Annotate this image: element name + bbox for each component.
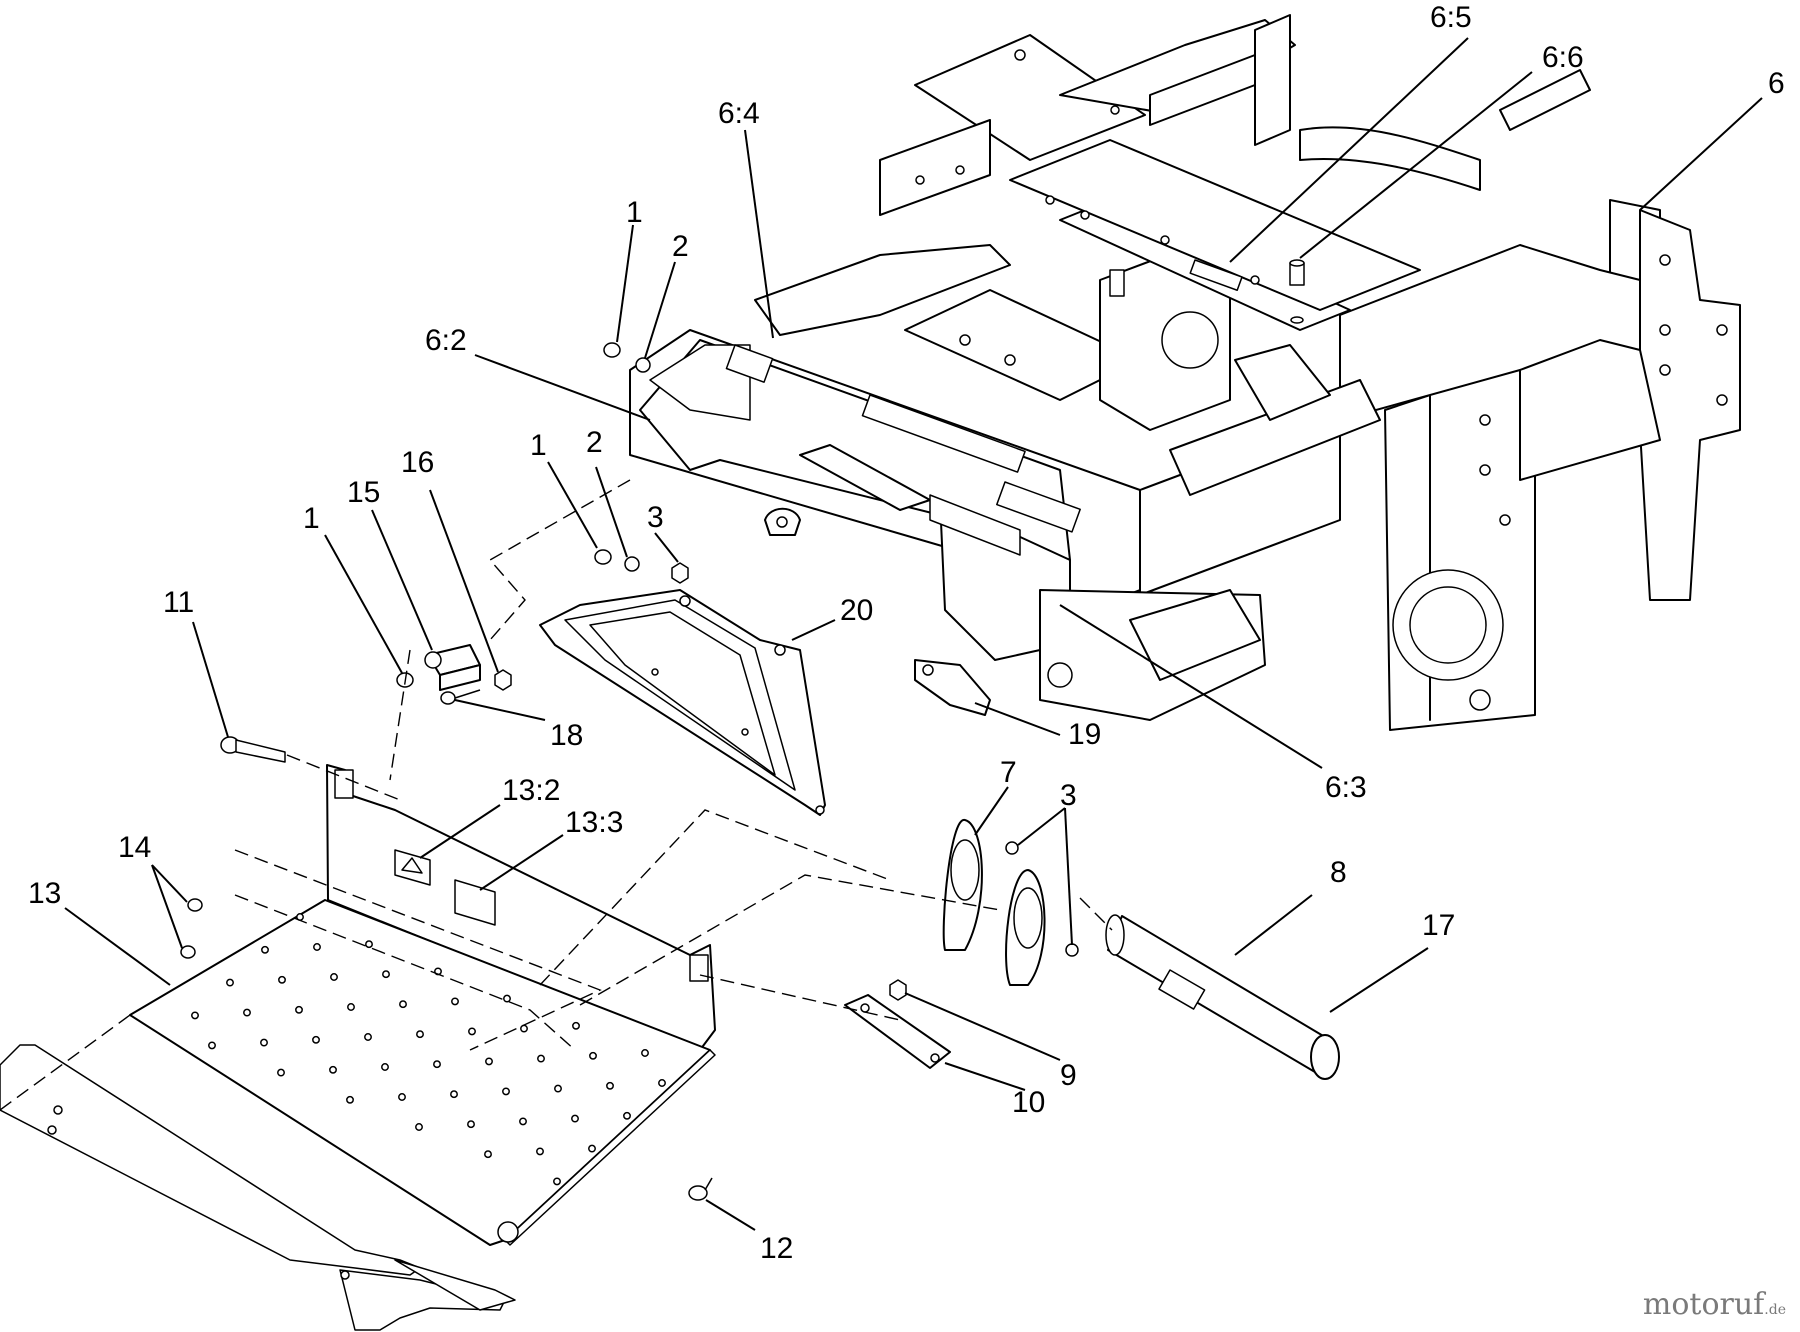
floor-hole <box>277 1068 285 1077</box>
callout-1c: 1 <box>303 502 320 535</box>
floor-hole <box>416 1030 424 1039</box>
floor-hole <box>553 1177 561 1186</box>
floor-hole <box>554 1084 562 1093</box>
floor-hole <box>537 1054 545 1063</box>
floor-hole <box>450 1090 458 1099</box>
floor-hole <box>398 1093 406 1101</box>
callout-14: 14 <box>118 831 151 864</box>
callout-9: 9 <box>1060 1059 1077 1092</box>
watermark: motoruf.de <box>1643 1287 1786 1322</box>
floor-hole <box>381 1063 389 1071</box>
floor-hole <box>364 1033 372 1041</box>
callout-13-3: 13:3 <box>565 806 623 839</box>
callout-6: 6 <box>1768 67 1785 100</box>
floor-hole <box>572 1021 580 1030</box>
floor-hole <box>260 1038 268 1047</box>
floor-hole <box>347 1003 355 1011</box>
floor-hole <box>484 1150 492 1159</box>
watermark-tld: .de <box>1764 1302 1786 1318</box>
floor-hole <box>571 1114 579 1123</box>
callout-6-2: 6:2 <box>425 324 467 357</box>
callout-2a: 2 <box>672 230 689 263</box>
floor-hole <box>641 1049 649 1057</box>
hardware-left <box>220 342 689 763</box>
floor-hole <box>313 943 321 951</box>
callout-13-2: 13:2 <box>502 774 560 807</box>
callout-17: 17 <box>1422 909 1455 942</box>
floor-hole <box>606 1081 614 1090</box>
floor-hole <box>502 1087 510 1096</box>
floor-hole <box>415 1123 423 1131</box>
floor-hole <box>261 945 269 954</box>
floor-hole <box>399 1000 407 1009</box>
part-20-cover <box>539 589 826 816</box>
callout-6-3: 6:3 <box>1325 771 1367 804</box>
floor-hole <box>467 1120 475 1129</box>
callout-2b: 2 <box>586 426 603 459</box>
callout-3a: 3 <box>647 501 664 534</box>
floor-hole <box>329 1065 337 1074</box>
callout-3b: 3 <box>1060 779 1077 812</box>
floor-hole <box>658 1079 666 1087</box>
floor-hole <box>536 1147 544 1156</box>
floor-hole <box>278 975 286 984</box>
bottom-trim <box>0 1044 516 1331</box>
floor-hole <box>243 1008 251 1017</box>
callout-7: 7 <box>1000 756 1017 789</box>
callout-6-5: 6:5 <box>1430 1 1472 34</box>
callout-18: 18 <box>550 719 583 752</box>
floor-hole <box>295 1005 303 1014</box>
floor-hole <box>208 1041 216 1050</box>
floor-hole <box>588 1144 596 1153</box>
floor-hole <box>468 1027 476 1036</box>
callout-12: 12 <box>760 1232 793 1265</box>
floor-hole <box>485 1057 493 1066</box>
assembly-lines <box>0 479 1113 1111</box>
floor-hole <box>503 994 511 1003</box>
floor-hole <box>365 940 373 949</box>
floor-hole <box>623 1111 631 1120</box>
leader-lines <box>64 37 1763 1231</box>
floor-hole <box>589 1051 597 1060</box>
callout-labels: 1 2 1 2 3 1 15 16 11 18 20 6:2 6:4 6:5 6… <box>28 1 1785 1265</box>
callout-13: 13 <box>28 877 61 910</box>
floor-hole <box>433 1060 441 1069</box>
callout-16: 16 <box>401 446 434 479</box>
callout-15: 15 <box>347 476 380 509</box>
floor-hole <box>191 1011 199 1020</box>
floor-hole <box>382 970 390 979</box>
callout-6-4: 6:4 <box>718 97 760 130</box>
floor-hole <box>226 978 234 987</box>
part-13-floor-plate <box>129 764 716 1246</box>
floor-hole <box>346 1095 354 1104</box>
callout-11: 11 <box>163 586 194 619</box>
floor-hole <box>312 1035 320 1044</box>
floor-hole <box>451 997 459 1006</box>
callout-8: 8 <box>1330 856 1347 889</box>
callout-20: 20 <box>840 594 873 627</box>
callout-19: 19 <box>1068 718 1101 751</box>
floor-hole <box>520 1024 528 1033</box>
floor-hole <box>519 1117 527 1126</box>
watermark-brand: motoruf <box>1642 1287 1765 1322</box>
floor-plate-holes <box>191 913 666 1186</box>
floor-hole <box>330 973 338 981</box>
main-frame <box>629 14 1741 731</box>
callout-10: 10 <box>1012 1086 1045 1119</box>
callout-1a: 1 <box>626 196 643 229</box>
callout-1b: 1 <box>530 429 547 462</box>
callout-6-6: 6:6 <box>1542 41 1584 74</box>
